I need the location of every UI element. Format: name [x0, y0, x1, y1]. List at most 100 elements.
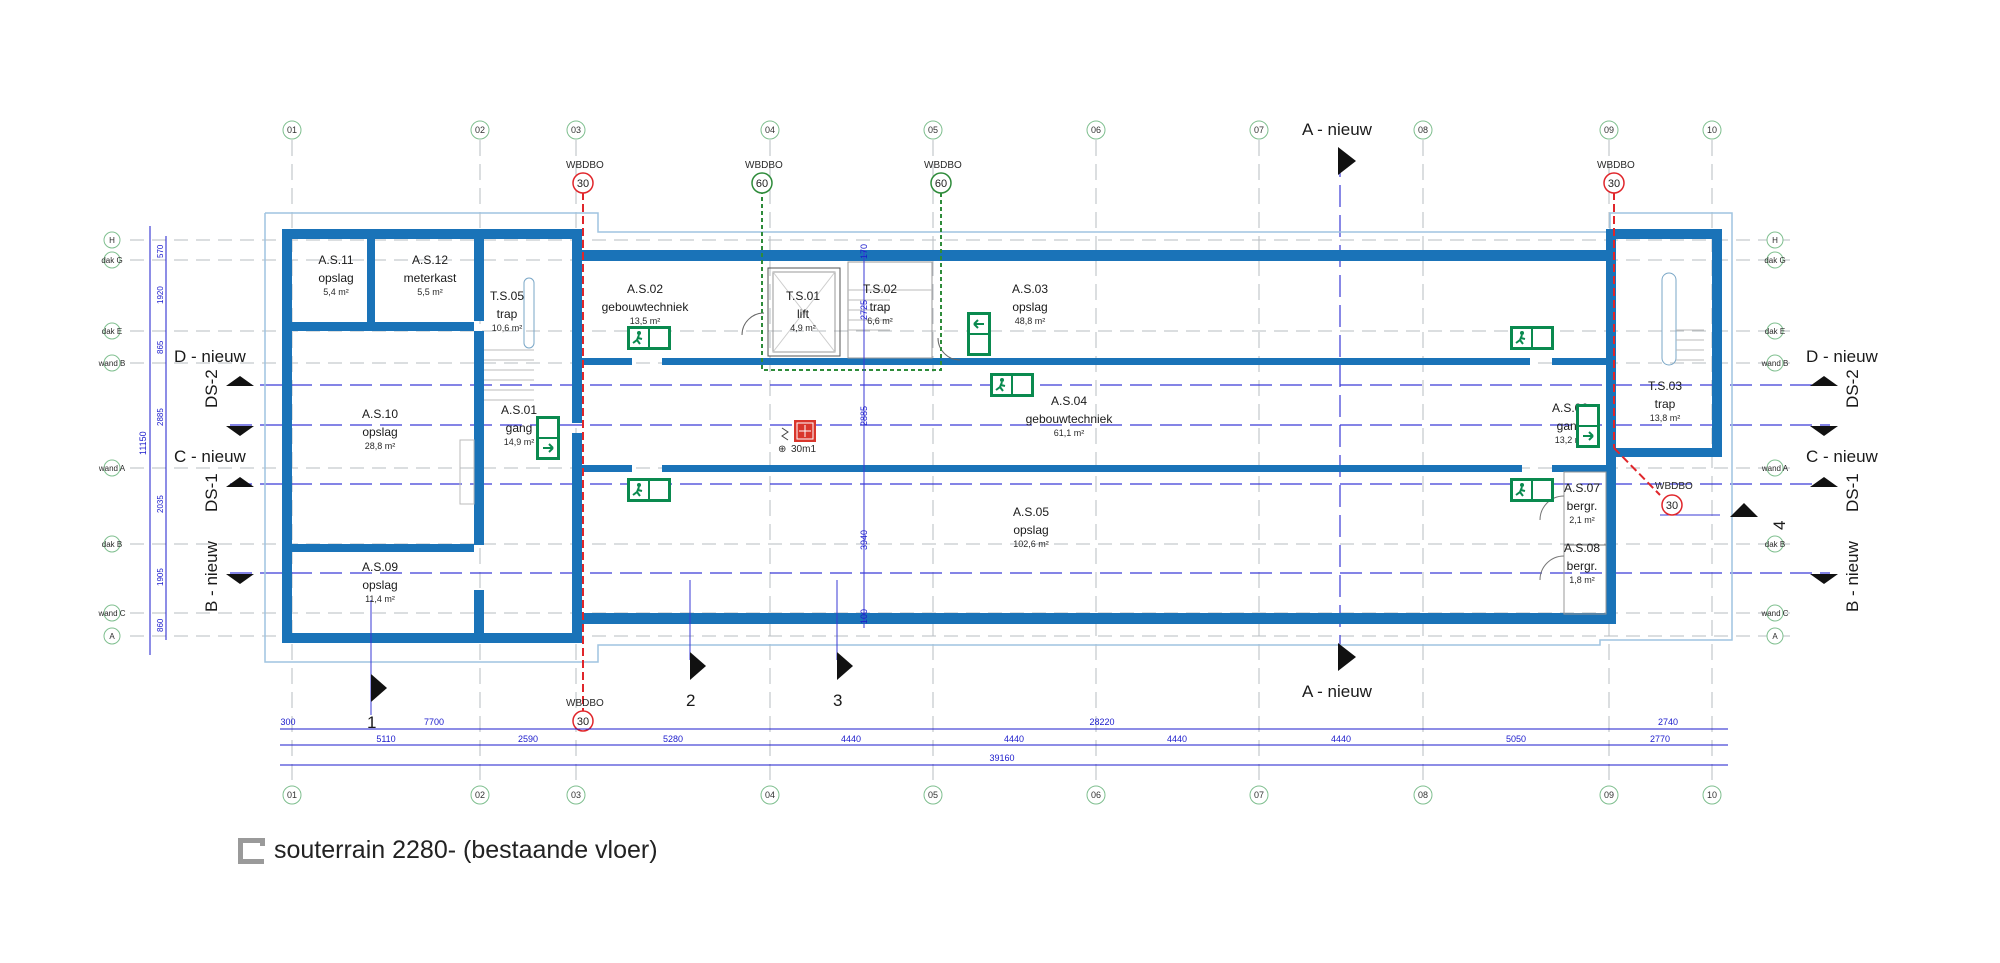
grid-row-label: wand C	[1760, 609, 1788, 618]
svg-text:30: 30	[1608, 178, 1620, 190]
emergency-exit-sign-icon	[967, 312, 991, 356]
hose-reel-symbol: ⊕	[778, 444, 786, 455]
room-area: 11,4 m²	[365, 594, 395, 604]
grid-row-bubble: dak E	[102, 322, 122, 340]
grid-axis-bubble: 05	[923, 785, 943, 805]
room-name: bergr.	[1567, 559, 1598, 573]
room-name: trap	[870, 300, 891, 314]
dimension-label: 860	[156, 618, 165, 632]
wbdbo-marker: WBDBO 60	[745, 160, 783, 194]
room-code: A.S.02	[627, 282, 663, 296]
grid-axis-bubble: 08	[1413, 785, 1433, 805]
grid-axis-bubble: 03	[566, 785, 586, 805]
grid-row-label: A	[1772, 632, 1778, 641]
emergency-exit-sign-icon	[989, 372, 1035, 398]
grid-axis-bubble: 10	[1702, 785, 1722, 805]
grid-axis-bubble: 06	[1086, 785, 1106, 805]
wbdbo-markers: WBDBO 30 WBDBO 60 WBDBO 60 WBDBO 30 WBDB…	[566, 160, 1693, 732]
grid-row-label: dak E	[1765, 327, 1785, 336]
stair-left	[459, 277, 535, 505]
room-name: gebouwtechniek	[1026, 412, 1114, 426]
grid-row-bubble: wand C	[97, 604, 126, 622]
room-area: 13,8 m²	[1650, 413, 1681, 423]
room-code: A.S.08	[1564, 541, 1600, 555]
emergency-exit-sign-icon	[1509, 477, 1555, 503]
grid-row-bubble: wand A	[1761, 459, 1789, 477]
grid-row-label: dak G	[1764, 256, 1785, 265]
grid-axis-bubble: 02	[470, 785, 490, 805]
room-code: A.S.03	[1012, 282, 1048, 296]
room-area: 6,6 m²	[867, 316, 893, 326]
wbdbo-marker: WBDBO 30	[566, 698, 604, 732]
section-label: B - nieuw	[1843, 540, 1862, 612]
room-code: A.S.10	[362, 407, 398, 421]
room-code: A.S.01	[501, 403, 537, 417]
emergency-exit-sign-icon	[1576, 404, 1600, 448]
svg-text:WBDBO: WBDBO	[566, 698, 604, 709]
grid-row-label: dak G	[101, 256, 122, 265]
wbdbo-marker: WBDBO 30	[566, 160, 604, 194]
grid-axis-label: 06	[1091, 790, 1101, 800]
walls	[282, 229, 1722, 643]
wbdbo-marker: WBDBO 30	[1655, 481, 1693, 516]
dimension-label: 4440	[1167, 734, 1187, 744]
grid-row-bubble: H	[103, 231, 121, 249]
grid-axis-bubble: 01	[282, 785, 302, 805]
room-area: 14,9 m²	[504, 437, 535, 447]
section-label: DS-2	[202, 369, 221, 408]
grid-axis-bubble: 04	[760, 120, 780, 140]
grid-axis-bubble: 05	[923, 120, 943, 140]
grid-row-label: wand B	[1761, 359, 1789, 368]
grid-row-bubble: dak E	[1765, 322, 1785, 340]
room-area: 48,8 m²	[1015, 316, 1046, 326]
grid-axis-bubble: 08	[1413, 120, 1433, 140]
dimension-label: 7700	[424, 717, 444, 727]
room-area: 4,9 m²	[790, 323, 816, 333]
room-name: opslag	[362, 425, 397, 439]
wbdbo-marker: WBDBO 30	[1597, 160, 1635, 194]
grid-row-label: H	[1772, 236, 1778, 245]
room-area: 13,5 m²	[630, 316, 661, 326]
outer-outline	[264, 212, 1733, 663]
grid-axis-label: 09	[1604, 125, 1614, 135]
dimension-label: 5050	[1506, 734, 1526, 744]
section-label: 2	[686, 691, 695, 710]
room-code: A.S.05	[1013, 505, 1049, 519]
room-code: A.S.07	[1564, 481, 1600, 495]
grid-axis-bubble: 04	[760, 785, 780, 805]
grid-axis-bubble: 02	[470, 120, 490, 140]
grid-row-label: A	[109, 632, 115, 641]
grid-row-label: dak E	[102, 327, 122, 336]
room-code: A.S.09	[362, 560, 398, 574]
section-labels: A - nieuw A - nieuw D - nieuw D - nieuw …	[174, 120, 1879, 732]
dimension-label: 39160	[989, 753, 1014, 763]
section-label: C - nieuw	[174, 447, 247, 466]
grid-axis-label: 10	[1707, 790, 1717, 800]
grid-axis-label: 05	[928, 125, 938, 135]
grid-axis-label: 02	[475, 125, 485, 135]
grid-row-label: wand A	[98, 464, 126, 473]
grid-row-bubble: A	[1766, 627, 1784, 645]
room-code: T.S.03	[1648, 379, 1682, 393]
fire-hose-reel-icon	[781, 420, 816, 442]
grid-axis-bubble: 03	[566, 120, 586, 140]
room-name: bergr.	[1567, 499, 1598, 513]
dimension-total-left: 11150	[138, 431, 148, 455]
room-code: A.S.12	[412, 253, 448, 267]
stair-right	[1661, 272, 1704, 366]
grid-row-bubble: H	[1766, 231, 1784, 249]
svg-text:30: 30	[1666, 500, 1678, 512]
grid-axis-label: 04	[765, 790, 775, 800]
grid-row-bubble: wand B	[98, 354, 125, 372]
grid-row-bubble: A	[103, 627, 121, 645]
